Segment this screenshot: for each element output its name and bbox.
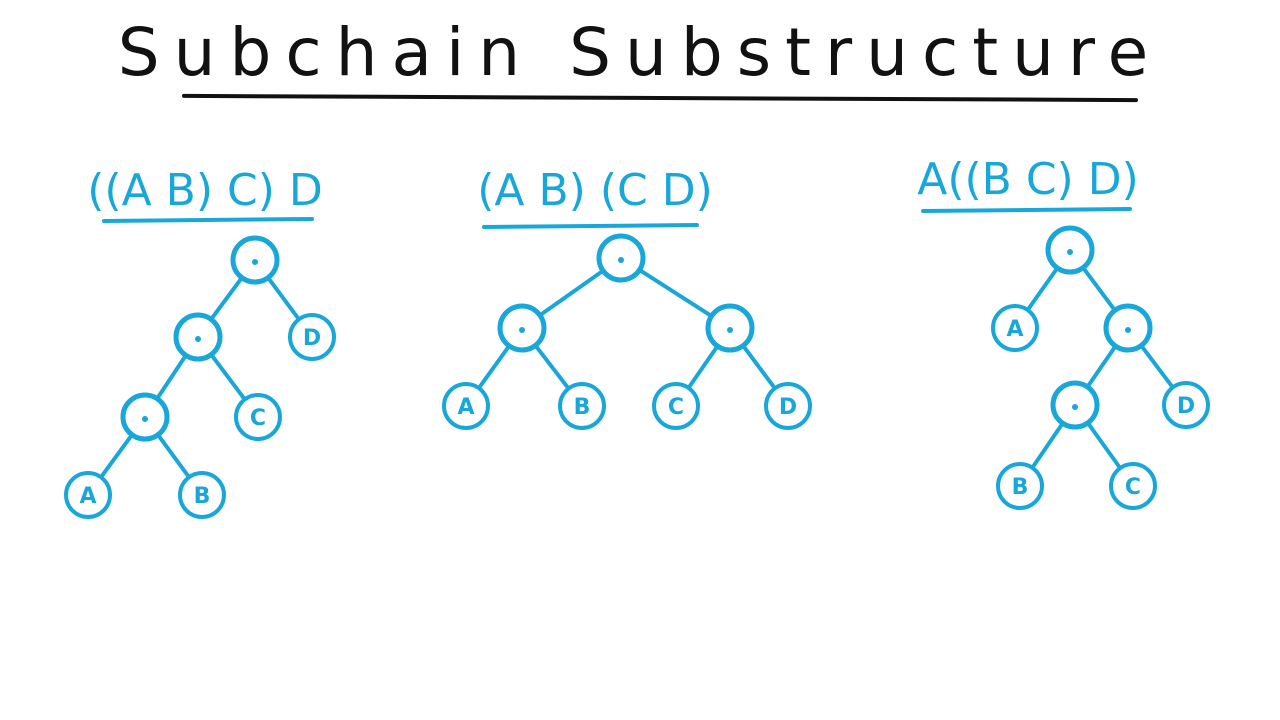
node-label: A bbox=[457, 395, 474, 420]
internal-node-dot bbox=[727, 327, 733, 333]
tree-edge bbox=[98, 432, 135, 480]
leaf-node-c bbox=[234, 393, 282, 441]
tree-edge bbox=[1030, 421, 1065, 470]
internal-node-dot bbox=[252, 259, 258, 265]
tree-edge bbox=[637, 267, 714, 319]
leaf-node-d bbox=[1162, 381, 1210, 429]
tree-edge bbox=[1081, 265, 1117, 313]
tree-balanced: (A B) (C D) A B C D bbox=[442, 165, 812, 430]
tree-edge bbox=[1025, 265, 1060, 313]
leaf-node-c bbox=[1109, 462, 1157, 510]
tree-edge bbox=[266, 275, 301, 322]
leaf-node-a bbox=[64, 471, 112, 519]
tree-edge bbox=[537, 268, 606, 318]
tree-left-deep: ((A B) C) D D C A B bbox=[64, 165, 336, 519]
internal-node-dot bbox=[1125, 327, 1131, 333]
node-label: A bbox=[79, 484, 96, 509]
tree-edge bbox=[476, 343, 512, 391]
node-label: B bbox=[574, 395, 591, 420]
node-label: D bbox=[303, 326, 321, 351]
tree-label-underline bbox=[921, 207, 1132, 213]
page-title: Subchain Substructure bbox=[117, 14, 1163, 91]
tree-edge bbox=[1085, 420, 1123, 471]
internal-node-dot bbox=[1067, 249, 1073, 255]
leaf-node-b bbox=[178, 471, 226, 519]
leaf-node-c bbox=[652, 382, 700, 430]
leaf-node-d bbox=[288, 313, 336, 361]
node-label: C bbox=[668, 395, 684, 420]
internal-node-dot bbox=[195, 336, 201, 342]
tree-edge bbox=[155, 432, 192, 480]
tree-edge bbox=[209, 352, 247, 402]
tree-edge bbox=[1085, 344, 1118, 389]
tree-edge bbox=[533, 343, 571, 391]
tree-label-underline bbox=[102, 217, 314, 223]
leaf-node-b bbox=[996, 462, 1044, 510]
tree-edge bbox=[1139, 343, 1175, 390]
tree-label: A((B C) D) bbox=[917, 154, 1139, 205]
tree-label: (A B) (C D) bbox=[477, 165, 713, 216]
tree-label-underline bbox=[482, 223, 699, 229]
tree-label: ((A B) C) D bbox=[87, 165, 323, 216]
node-label: B bbox=[194, 484, 211, 509]
leaf-node-d bbox=[764, 382, 812, 430]
leaf-node-a bbox=[442, 382, 490, 430]
leaf-node-b bbox=[558, 382, 606, 430]
tree-right-nested: A((B C) D) A D B C bbox=[917, 154, 1210, 510]
tree-edge bbox=[209, 275, 244, 322]
internal-node-dot bbox=[1072, 404, 1078, 410]
tree-edge bbox=[686, 344, 720, 390]
node-label: C bbox=[1125, 475, 1141, 500]
internal-node-dot bbox=[142, 416, 148, 422]
internal-node-dot bbox=[519, 327, 525, 333]
node-label: C bbox=[250, 406, 266, 431]
node-label: D bbox=[1177, 394, 1195, 419]
node-label: A bbox=[1006, 317, 1023, 342]
node-label: D bbox=[779, 395, 797, 420]
leaf-node-a bbox=[991, 304, 1039, 352]
tree-edge bbox=[741, 343, 777, 391]
tree-edge bbox=[155, 353, 188, 401]
internal-node-dot bbox=[618, 257, 624, 263]
node-label: B bbox=[1012, 475, 1029, 500]
